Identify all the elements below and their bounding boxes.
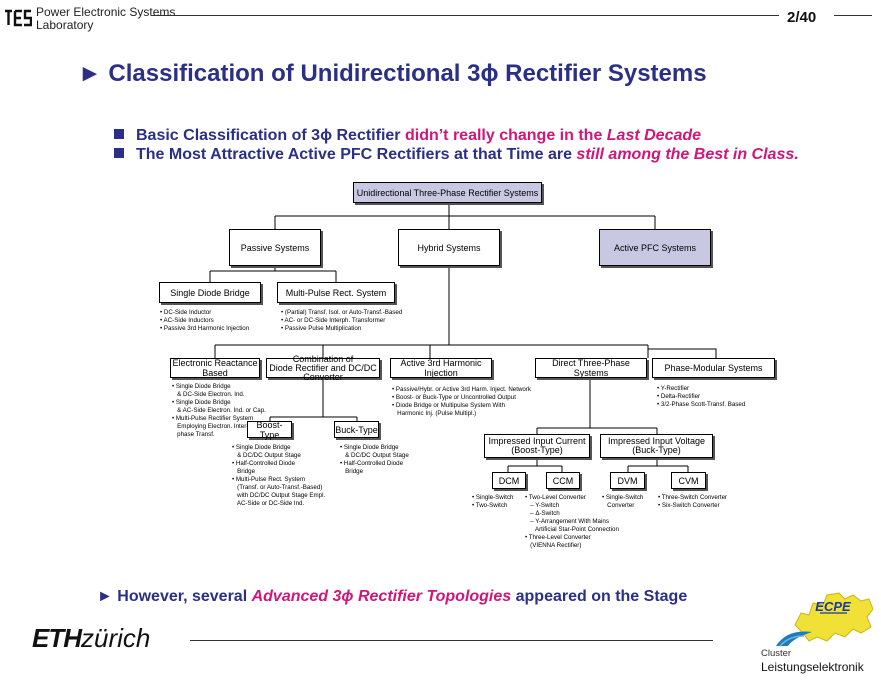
buck-type-node: Buck-Type [334, 421, 379, 438]
pes-logo-icon [4, 8, 33, 28]
direct-three-phase-node: Direct Three-Phase Systems [535, 358, 647, 378]
bullet-1: Basic Classification of 3ϕ Rectifier did… [114, 127, 701, 145]
root-node: Unidirectional Three-Phase Rectifier Sys… [353, 182, 542, 203]
bullet-1-text-b: didn’t really change in the [404, 127, 607, 144]
bullet-2: The Most Attractive Active PFC Rectifier… [114, 146, 799, 164]
impressed-voltage-line2: (Buck-Type) [632, 445, 681, 455]
active-3rd-harmonic-node: Active 3rd Harmonic Injection [390, 358, 492, 378]
footer-text-b: Advanced 3ϕ Rectifier Topologies [251, 588, 512, 605]
eth-logo-rest: zürich [81, 623, 151, 653]
passive-systems-node: Passive Systems [229, 229, 321, 266]
impressed-current-node: Impressed Input Current (Boost-Type) [484, 434, 590, 458]
lab-name: Power Electronic Systems Laboratory [36, 6, 175, 32]
impressed-current-line1: Impressed Input Current [488, 436, 586, 446]
bullet-2-text-a: The Most Attractive Active PFC Rectifier… [136, 146, 577, 163]
bullet-2-text-c: still among the Best in Class. [576, 146, 799, 163]
boost-type-list: • Single Diode Bridge & DC/DC Output Sta… [232, 444, 326, 507]
dvm-list: • Single-Switch Converter [602, 494, 644, 509]
active-pfc-systems-node: Active PFC Systems [599, 229, 711, 266]
cvm-list: • Three-Switch Converter • Six-Switch Co… [658, 494, 728, 509]
footer-rule [190, 640, 713, 641]
ecpe-europe-map-icon: ECPE [787, 585, 875, 645]
eth-zurich-logo: ETHzürich [32, 623, 150, 654]
page-number: 2/40 [787, 9, 817, 26]
single-diode-bridge-node: Single Diode Bridge [159, 282, 261, 303]
header-rule [152, 15, 779, 16]
cluster-swoosh-icon [774, 628, 814, 648]
phase-modular-node: Phase-Modular Systems [652, 358, 775, 378]
boost-type-node: Boost-Type [247, 420, 292, 440]
footer-statement: ► However, several Advanced 3ϕ Rectifier… [97, 588, 687, 606]
phase-modular-list: • Y-Rectifier • Delta-Rectifier • 3/2-Ph… [657, 385, 746, 408]
impressed-current-line2: (Boost-Type) [511, 445, 563, 455]
slide-title: ► Classification of Unidirectional 3ϕ Re… [78, 60, 707, 88]
square-bullet-icon [114, 129, 124, 139]
impressed-voltage-line1: Impressed Input Voltage [607, 436, 706, 446]
dcm-list: • Single-Switch • Two-Switch [472, 494, 514, 509]
ecpe-label: ECPE [815, 599, 851, 614]
bullet-1-text-a: Basic Classification of 3ϕ Rectifier [136, 127, 405, 144]
lab-name-line1: Power Electronic Systems [36, 5, 176, 19]
footer-text-c: appeared on the Stage [511, 588, 688, 605]
combination-node: Combination of Diode Rectifier and DC/DC… [266, 353, 380, 381]
electronic-reactance-node: Electronic Reactance Based [170, 358, 260, 378]
ccm-list: • Two-Level Converter – Y-Switch – Δ-Swi… [525, 494, 619, 549]
dcm-node: DCM [492, 472, 526, 489]
combination-line2: Diode Rectifier and DC/DC Converter [269, 362, 377, 382]
footer-text-a: However, several [117, 588, 252, 605]
active-3rd-harmonic-list: • Passive/Hybr. or Active 3rd Harm. Inje… [392, 386, 532, 417]
combination-line1: Combination of [292, 353, 354, 364]
single-diode-bridge-list: • DC-Side Inductor • AC-Side Inductors •… [160, 309, 250, 332]
hybrid-systems-node: Hybrid Systems [398, 229, 500, 266]
bullet-1-text-c: Last Decade [606, 127, 702, 144]
title-arrow-icon: ► [78, 60, 109, 87]
square-bullet-icon [114, 148, 124, 158]
impressed-voltage-node: Impressed Input Voltage (Buck-Type) [600, 434, 713, 458]
eth-logo-bold: ETH [32, 623, 82, 653]
multi-pulse-node: Multi-Pulse Rect. System [277, 282, 395, 303]
ccm-node: CCM [546, 472, 580, 489]
cluster-label: Cluster [761, 648, 792, 659]
dvm-node: DVM [610, 472, 645, 489]
multi-pulse-list: • (Partial) Transf. Isol. or Auto-Transf… [281, 309, 403, 332]
cvm-node: CVM [671, 472, 706, 489]
leistungselektronik-label: Leistungselektronik [761, 660, 864, 674]
buck-type-list: • Single Diode Bridge & DC/DC Output Sta… [340, 444, 409, 475]
lab-name-line2: Laboratory [36, 18, 94, 32]
title-text: Classification of Unidirectional 3ϕ Rect… [108, 60, 707, 87]
footer-arrow-icon: ► [97, 588, 118, 605]
electronic-reactance-list: • Single Diode Bridge & DC-Side Electron… [172, 383, 266, 438]
header-rule-right [834, 15, 872, 16]
